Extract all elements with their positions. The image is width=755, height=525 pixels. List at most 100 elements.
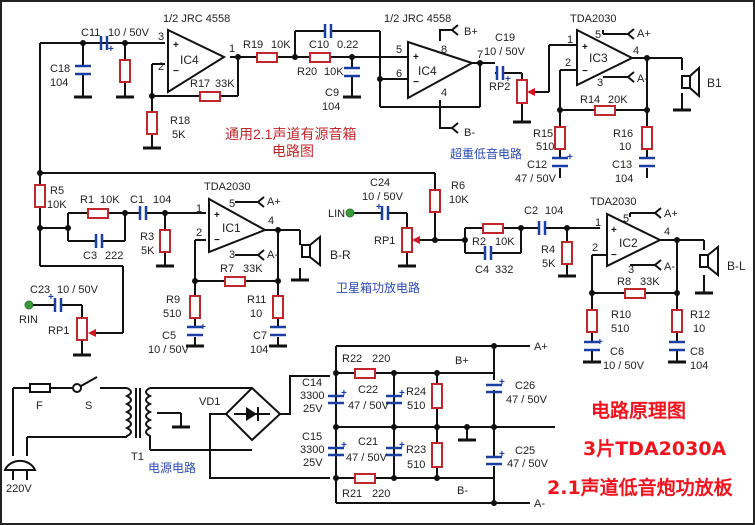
label-r5-value: 10K xyxy=(47,199,67,211)
rail-a-plus: A+ xyxy=(637,28,651,40)
label-c14-value: 3300 xyxy=(300,390,324,402)
junction xyxy=(674,290,680,296)
pin-label: 3 xyxy=(597,77,603,89)
label-c7-ref: C7 xyxy=(253,330,267,342)
resistor-r11 xyxy=(272,295,284,319)
transformer-secondary-icon xyxy=(145,387,153,450)
label-r22-value: 220 xyxy=(372,353,390,365)
label-fuse: F xyxy=(36,400,43,412)
resistor-r19 xyxy=(256,52,278,63)
junction xyxy=(162,210,168,216)
fuse-icon xyxy=(29,383,51,393)
junction xyxy=(333,424,339,430)
wiper-arrow xyxy=(88,329,96,337)
rail-b-minus: B- xyxy=(464,127,475,139)
resistor-r6 xyxy=(429,189,441,213)
rail-b-plus: B+ xyxy=(464,26,478,38)
label-220v: 220V xyxy=(6,483,32,495)
rail-a-minus: A- xyxy=(637,73,648,85)
label-r1-value: 10K xyxy=(100,194,120,206)
pin-label: 4 xyxy=(633,45,639,57)
section-label-general-line2: 电路图 xyxy=(272,143,314,159)
label-c4-value: 332 xyxy=(495,264,513,276)
label-r9-ref: R9 xyxy=(166,294,180,306)
label-c1-ref: C1 xyxy=(130,194,144,206)
label-r12-ref: R12 xyxy=(690,309,710,321)
rail-a-minus: A- xyxy=(267,249,278,261)
label-rp1-left-ref: RP1 xyxy=(374,235,395,247)
junction xyxy=(80,40,86,46)
label-c1-value: 104 xyxy=(153,194,171,206)
label-rin: RIN xyxy=(19,314,38,326)
junction xyxy=(37,225,43,231)
rail-b-plus-out: B+ xyxy=(455,355,469,367)
label-r20-value: 10K xyxy=(324,66,344,78)
label-c5-ref: C5 xyxy=(162,330,176,342)
label-ic3-part: TDA2030 xyxy=(570,13,616,25)
resistor-r18 xyxy=(146,111,158,135)
resistor-r22 xyxy=(354,368,376,379)
junction xyxy=(235,54,241,60)
pin-label: 3 xyxy=(628,264,634,276)
ic4b-stage: + − 1/2 JRC 4558 5 6 7 8 4 IC4 B+ B- R19… xyxy=(243,13,495,139)
junction xyxy=(275,278,281,284)
ic1-stage: + − + + R5 10K R1 10K C3 222 C1 104 R3 xyxy=(19,173,351,357)
label-c25-ref: C25 xyxy=(515,445,535,457)
junction xyxy=(192,278,198,284)
resistor-r21 xyxy=(354,473,376,484)
svg-text:+: + xyxy=(505,74,511,85)
label-c15-ref: C15 xyxy=(302,431,322,443)
label-r7-value: 33K xyxy=(243,263,263,275)
rin-input-terminal[interactable] xyxy=(24,300,34,310)
pin-label: 5 xyxy=(229,198,235,210)
label-r8-value: 33K xyxy=(640,276,660,288)
speaker-b-r-icon xyxy=(301,244,311,258)
junction xyxy=(477,60,483,66)
label-b-r: B-R xyxy=(330,248,351,262)
label-r21-ref: R21 xyxy=(342,488,362,500)
label-r23-ref: R23 xyxy=(406,444,426,456)
label-ic4b-part: 1/2 JRC 4558 xyxy=(384,13,451,25)
speaker-b-l-icon xyxy=(699,254,709,268)
pin-label: 4 xyxy=(664,226,670,238)
pin-label: 6 xyxy=(396,68,402,80)
label-c22-ref: C22 xyxy=(358,384,378,396)
label-c10-ref: C10 xyxy=(309,39,329,51)
junction xyxy=(292,54,298,60)
junction xyxy=(518,225,524,231)
label-c23-value: 10 / 50V xyxy=(57,284,99,296)
resistor-r15 xyxy=(554,126,566,150)
resistor-r9 xyxy=(189,295,201,319)
junction xyxy=(462,237,468,243)
label-c24-ref: C24 xyxy=(370,177,390,189)
label-r6-value: 10K xyxy=(449,194,469,206)
label-c15-voltage: 25V xyxy=(303,457,323,469)
label-r21-value: 220 xyxy=(372,488,390,500)
pin-label: 3 xyxy=(158,31,164,43)
pin-label: 1 xyxy=(196,203,202,215)
label-b-l: B-L xyxy=(727,259,746,273)
label-c9-value: 104 xyxy=(322,101,340,113)
label-r5-ref: R5 xyxy=(50,185,64,197)
label-r1-ref: R1 xyxy=(80,194,94,206)
mains-plug-icon xyxy=(3,459,37,471)
label-ic4b-name: IC4 xyxy=(418,64,437,78)
label-r14-ref: R14 xyxy=(580,94,600,106)
svg-text:−: − xyxy=(214,235,220,246)
section-label-power: 电源电路 xyxy=(148,460,196,475)
svg-text:+: + xyxy=(567,152,573,163)
lin-input-terminal[interactable] xyxy=(345,208,355,218)
label-c6-value: 10 / 50V xyxy=(603,360,645,372)
wiper-arrow xyxy=(527,88,535,96)
label-r11-ref: R11 xyxy=(247,294,266,306)
label-c24-value: 10 / 50V xyxy=(362,191,404,203)
switch-icon[interactable] xyxy=(72,383,82,393)
rail-a-minus: A- xyxy=(664,261,675,273)
label-r3-ref: R3 xyxy=(140,231,154,243)
junction xyxy=(434,475,440,481)
label-c10-value: 0.22 xyxy=(337,39,358,51)
potentiometer-rp1-left xyxy=(401,227,413,253)
svg-text:+: + xyxy=(108,44,114,55)
svg-text:+: + xyxy=(200,322,206,333)
